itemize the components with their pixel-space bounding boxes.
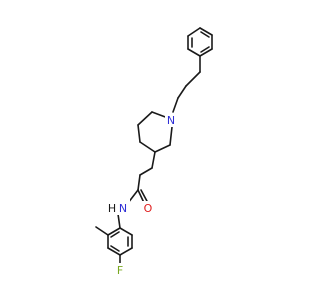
atom-bg: [114, 263, 126, 277]
bond: [169, 126, 173, 146]
bond: [119, 247, 133, 256]
molecule-structure: N O H N F: [95, 27, 213, 277]
bond-double-inner: [110, 245, 120, 252]
bond: [177, 85, 187, 99]
amide-n-label: N: [119, 202, 127, 215]
bond: [185, 71, 201, 87]
bond: [119, 227, 133, 236]
bond-double-inner: [200, 31, 210, 38]
bond: [139, 167, 153, 176]
atom-bg: [165, 113, 177, 127]
bond: [172, 97, 179, 113]
bond: [107, 247, 121, 256]
structure-canvas: N O H N F: [95, 27, 213, 277]
bond: [137, 174, 141, 191]
carbonyl-o-label: O: [144, 202, 153, 215]
amide-h-label: H: [108, 202, 116, 215]
bond-double-inner: [140, 189, 149, 204]
bond: [154, 144, 171, 153]
bond: [199, 48, 213, 57]
bond: [187, 48, 201, 57]
bond: [137, 124, 141, 143]
piperidine-n-label: N: [167, 114, 175, 127]
atom-bg: [106, 199, 130, 215]
bond: [199, 27, 213, 36]
bonds-group: [95, 27, 213, 265]
bond: [117, 213, 121, 229]
bond: [107, 227, 121, 236]
atom-labels-group: N O H N F: [106, 113, 177, 277]
atom-bg: [142, 201, 154, 215]
bond: [95, 226, 109, 236]
bond: [139, 141, 156, 153]
bond: [137, 111, 153, 126]
bond: [151, 151, 156, 169]
fluorine-label: F: [117, 264, 123, 277]
bond-double-inner: [200, 46, 210, 53]
bond-double-inner: [110, 231, 120, 238]
bond: [187, 27, 201, 37]
